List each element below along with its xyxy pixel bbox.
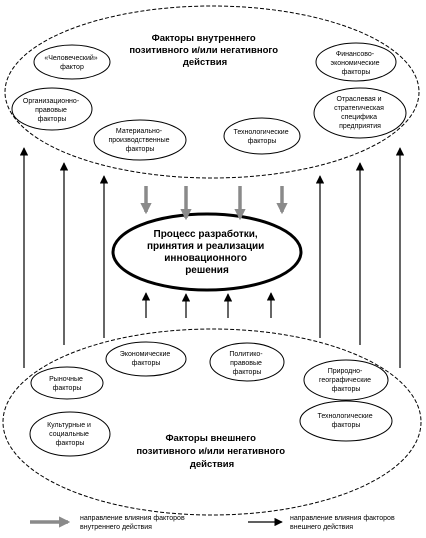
internal-factor-org-legal: Организационно- правовые факторы [11, 87, 93, 131]
svg-text:Процесс разработки, прин: Процесс разработки, принятия и реализаци… [147, 228, 267, 276]
central-process: Процесс разработки, принятия и реализаци… [111, 212, 303, 292]
external-title: Факторы внешнего позитивного и/или негат… [136, 433, 287, 470]
svg-text:Отраслевая и стратегичес: Отраслевая и стратегическая специфика пр… [334, 96, 386, 130]
external-factor-market: Рыночные факторы [30, 366, 104, 400]
svg-text:Культурные и социальные: Культурные и социальные факторы [47, 422, 93, 447]
svg-text:направление влияния факторов: направление влияния факторов внешнего де… [290, 515, 397, 531]
external-factor-natural: Природно- географические факторы [303, 359, 389, 401]
external-factor-technological: Технологические факторы [299, 400, 393, 442]
external-factor-cultural: Культурные и социальные факторы [29, 411, 111, 457]
internal-factor-industry: Отраслевая и стратегическая специфика пр… [313, 87, 407, 139]
black-arrows-to-center [141, 292, 276, 318]
svg-text:Организационно- правовые: Организационно- правовые факторы [23, 98, 81, 123]
svg-text:Технологические факторы: Технологические факторы [317, 413, 374, 429]
gray-arrows [140, 186, 288, 221]
svg-text:Природно- географические: Природно- географические факторы [319, 368, 373, 393]
svg-text:Экономические факторы: Экономические факторы [120, 351, 172, 367]
svg-text:Материально- производств: Материально- производственные факторы [108, 128, 171, 153]
svg-text:Финансово- экономические: Финансово- экономические факторы [331, 51, 382, 76]
black-arrows-long [19, 147, 405, 368]
legend-internal: направление влияния факторов внутреннего… [30, 515, 187, 531]
internal-factor-financial: Финансово- экономические факторы [315, 42, 397, 82]
external-factors-ellipse [2, 328, 422, 516]
internal-title: Факторы внутреннего позитивного и/или не… [129, 33, 280, 68]
external-factor-political: Политико- правовые факторы [209, 342, 285, 382]
svg-text:«Человеческий» фактор: «Человеческий» фактор [44, 54, 99, 71]
svg-text:Технологические факторы: Технологические факторы [233, 129, 290, 145]
svg-text:направление влияния факторов: направление влияния факторов внутреннего… [80, 515, 187, 531]
internal-factors-ellipse [4, 5, 420, 179]
internal-factor-technological: Технологические факторы [223, 117, 301, 155]
external-factor-economic: Экономические факторы [105, 341, 187, 377]
svg-text:Рыночные факторы: Рыночные факторы [49, 376, 85, 392]
internal-factor-material: Материально- производственные факторы [93, 119, 187, 161]
svg-text:Политико- правовые: Политико- правовые факторы [229, 351, 264, 376]
legend-external: направление влияния факторов внешнего де… [248, 515, 397, 531]
internal-factor-human: «Человеческий» фактор [33, 44, 111, 80]
